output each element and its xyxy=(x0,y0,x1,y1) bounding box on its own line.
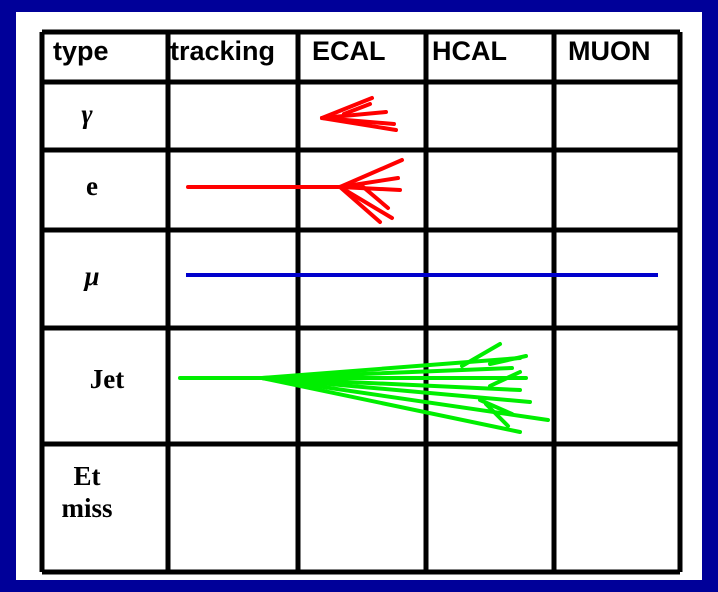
header-type: type xyxy=(53,36,109,66)
jet-shower xyxy=(178,342,550,434)
photon-shower xyxy=(320,96,398,132)
electron-track xyxy=(186,158,404,224)
row-label-photon: γ xyxy=(81,99,93,129)
row-label-et-miss: Et miss xyxy=(42,460,132,524)
header-ecal: ECAL xyxy=(312,36,386,66)
row-label-jet: Jet xyxy=(89,364,125,394)
header-tracking: tracking xyxy=(170,36,276,66)
header-muon: MUON xyxy=(568,36,651,66)
row-label-muon: μ xyxy=(84,261,100,291)
row-label-et: Et xyxy=(73,461,101,491)
row-label-miss: miss xyxy=(61,493,113,523)
header-hcal: HCAL xyxy=(432,36,507,66)
row-label-electron: e xyxy=(86,171,98,201)
